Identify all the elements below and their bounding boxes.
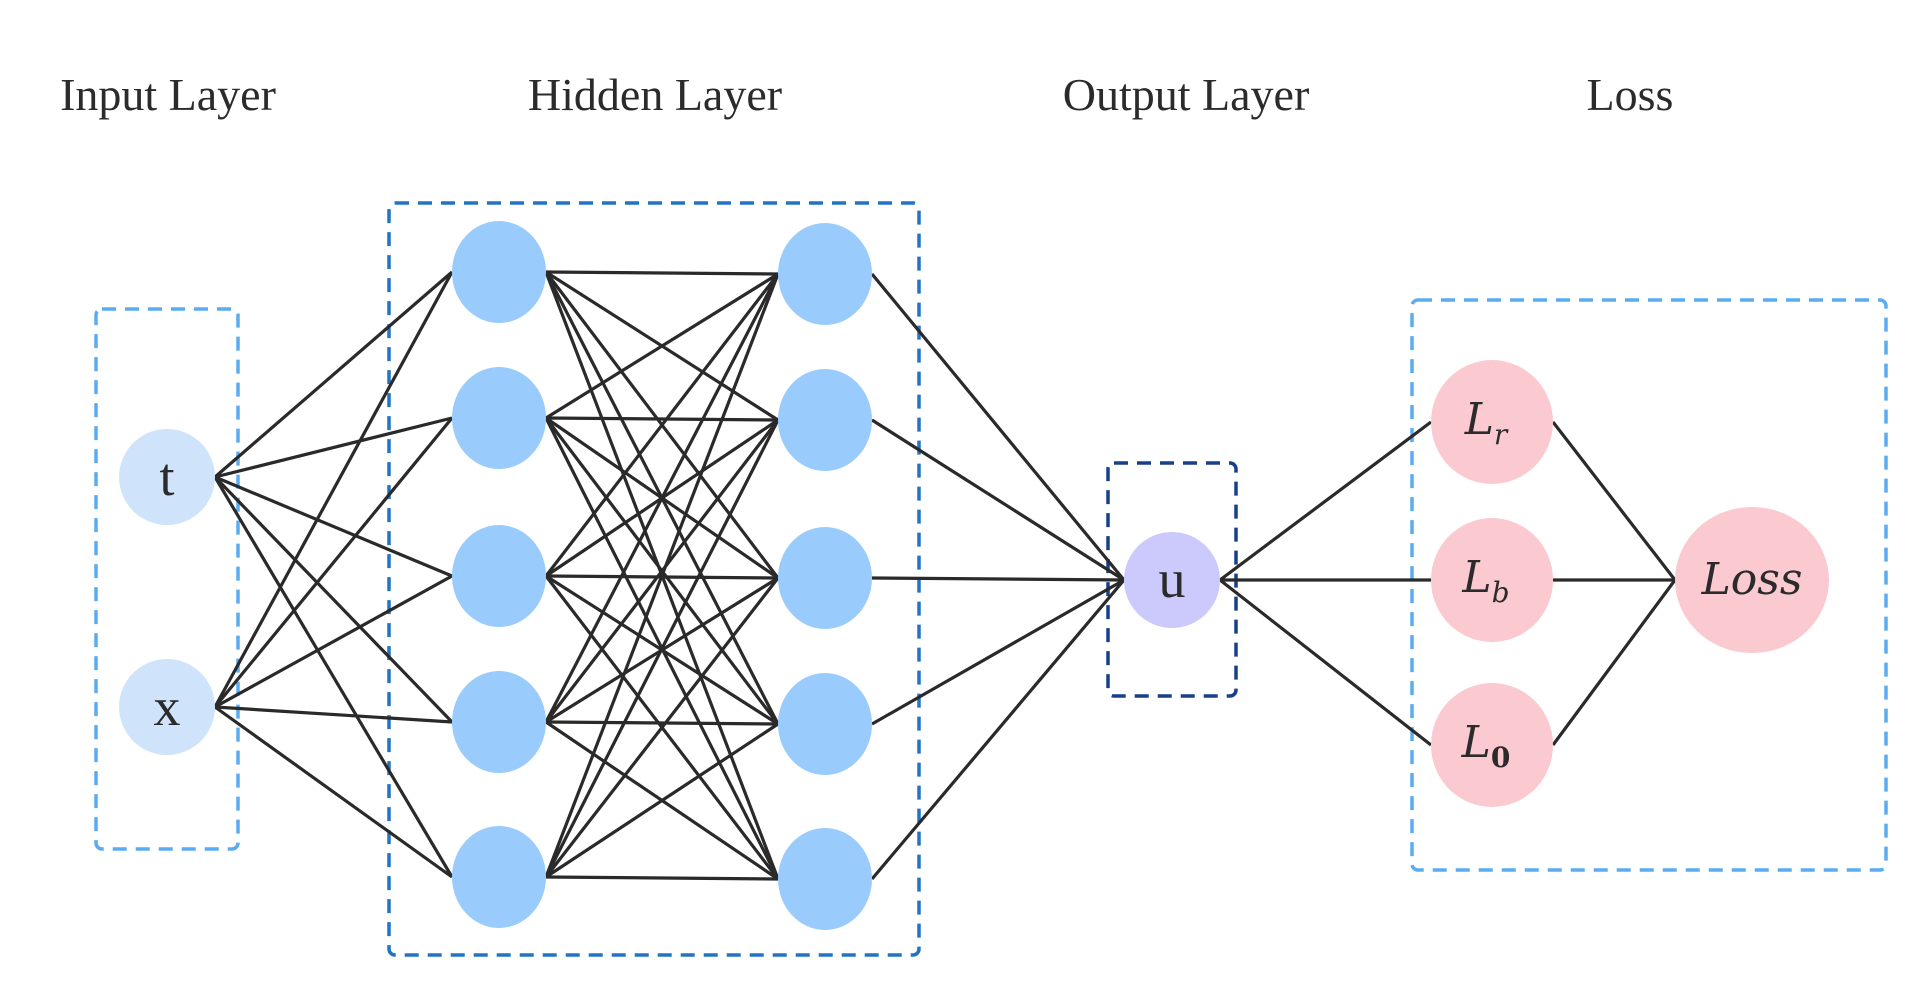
connection-lines: [213, 270, 1677, 881]
loss-term-lr-label: Lr: [1464, 394, 1509, 451]
connection-line: [214, 705, 453, 879]
loss-term-lb-label: Lb: [1461, 552, 1509, 609]
connection-line: [871, 578, 1125, 726]
connection-line: [545, 875, 779, 881]
connection-line: [545, 720, 779, 726]
hidden-1-node: [452, 525, 546, 627]
connection-line: [870, 272, 1126, 582]
connection-line: [213, 416, 454, 709]
connection-line: [1219, 420, 1432, 582]
output-node-u-label: u: [1159, 549, 1186, 609]
hidden-1-node: [452, 221, 546, 323]
hidden-layer-2: [778, 223, 872, 930]
loss-term-lr: Lr: [1431, 360, 1553, 484]
loss-term-l0: L0: [1431, 683, 1553, 807]
input-node-x-label: x: [154, 677, 181, 737]
hidden-1-node: [452, 671, 546, 773]
hidden-layer-title: Hidden Layer: [528, 69, 782, 120]
loss-box: [1410, 298, 1888, 872]
total-loss-label: Loss: [1701, 554, 1803, 605]
connection-line: [544, 273, 780, 577]
output-node-u: u: [1124, 532, 1220, 628]
connection-line: [214, 705, 453, 724]
connection-line: [871, 418, 1125, 582]
connection-line: [213, 271, 454, 708]
connection-line: [213, 270, 454, 479]
loss-term-lb: Lb: [1431, 518, 1553, 642]
total-loss-node: Loss: [1675, 507, 1829, 653]
input-layer-box: [94, 307, 240, 851]
connection-line: [545, 416, 779, 422]
hidden-2-node: [778, 527, 872, 629]
output-layer-title: Output Layer: [1063, 69, 1310, 120]
hidden-1-node: [452, 367, 546, 469]
connection-line: [214, 475, 453, 578]
connection-line: [544, 273, 780, 723]
loss-term-l0-label: L0: [1461, 717, 1511, 774]
connection-line: [214, 574, 453, 709]
connection-line: [1551, 579, 1677, 746]
connection-line: [1551, 421, 1677, 581]
connection-line: [544, 577, 780, 878]
input-node-t-label: t: [159, 447, 174, 507]
connection-line: [544, 419, 780, 723]
connection-line: [214, 416, 453, 479]
connection-line: [870, 578, 1126, 881]
connection-line: [544, 419, 780, 878]
input-layer-title: Input Layer: [60, 69, 276, 120]
input-node-x: x: [119, 659, 215, 755]
connection-line: [544, 273, 780, 878]
connection-line: [871, 576, 1125, 582]
input-node-t: t: [119, 429, 215, 525]
hidden-1-node: [452, 826, 546, 928]
hidden-2-node: [778, 223, 872, 325]
hidden-2-node: [778, 369, 872, 471]
hidden-layer-1: [452, 221, 546, 928]
loss-title: Loss: [1587, 69, 1674, 120]
hidden-2-node: [778, 673, 872, 775]
connection-line: [213, 475, 454, 724]
connection-line: [545, 722, 779, 879]
hidden-2-node: [778, 828, 872, 930]
connection-line: [1219, 578, 1432, 747]
connection-line: [545, 272, 779, 420]
connection-line: [213, 476, 454, 878]
connection-line: [545, 270, 779, 276]
